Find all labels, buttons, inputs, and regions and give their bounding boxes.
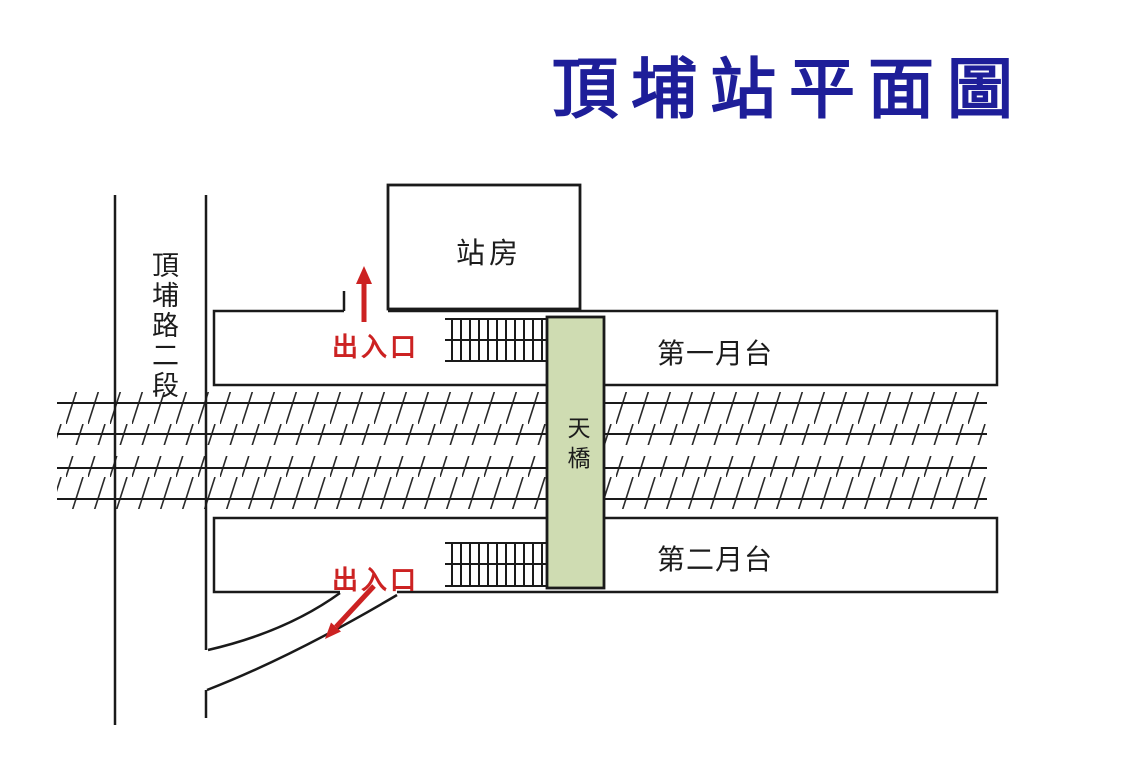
railway-track-band-2 bbox=[57, 456, 987, 509]
road-dingpu-rd bbox=[113, 195, 398, 725]
south-entrance-arrow-icon bbox=[325, 584, 376, 639]
north-entrance-arrow-icon bbox=[356, 266, 372, 322]
footbridge-box bbox=[545, 315, 606, 590]
track1-hatching bbox=[57, 392, 987, 445]
branch-road-lower-curve bbox=[206, 593, 398, 692]
platform-1-stairs bbox=[445, 318, 547, 362]
platform-1-label: 第一月台 bbox=[657, 338, 774, 369]
station-house-box bbox=[386, 183, 582, 311]
footbridge-label: 天橋 bbox=[564, 416, 590, 476]
platform-2-label: 第二月台 bbox=[657, 544, 774, 575]
south-entrance-label: 出入口 bbox=[332, 565, 420, 595]
platform-1-outline bbox=[212, 309, 999, 387]
track2-hatching bbox=[57, 456, 987, 509]
road-name-label: 頂埔路二段 bbox=[148, 251, 178, 401]
branch-road-upper-curve bbox=[207, 591, 341, 652]
platform-2-stairs bbox=[445, 542, 547, 587]
railway-track-band-1 bbox=[57, 392, 987, 445]
diagram-title: 頂埔站平面圖 bbox=[552, 52, 1026, 126]
north-entrance-label: 出入口 bbox=[332, 332, 420, 362]
station-house-label: 站房 bbox=[456, 238, 523, 270]
platform-2-outline bbox=[212, 516, 999, 594]
